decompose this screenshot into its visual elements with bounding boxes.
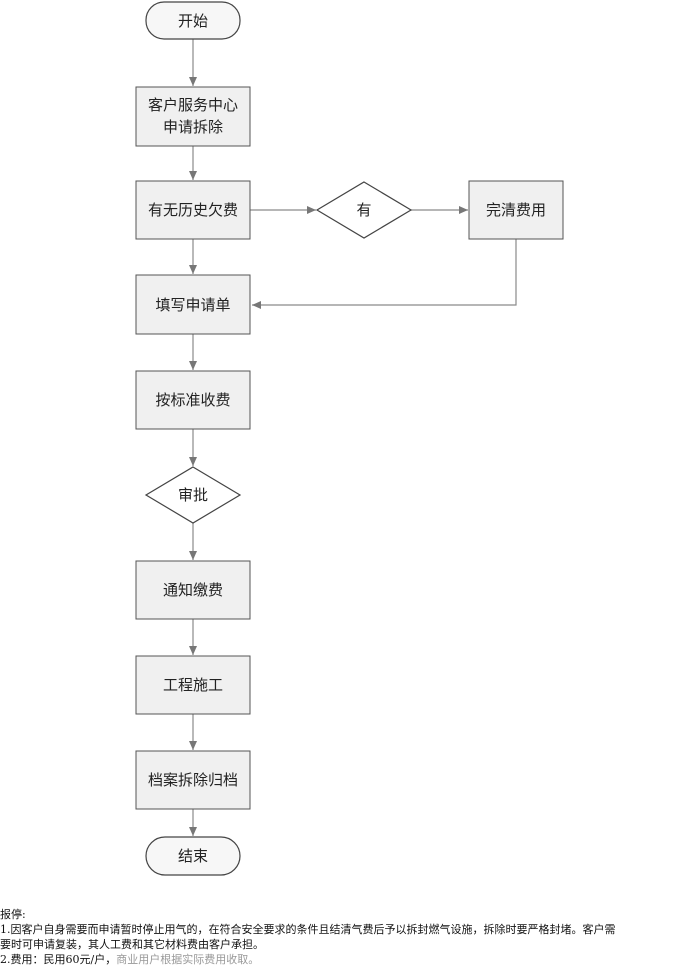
step-apply-removal <box>135 86 251 147</box>
start-terminator <box>145 1 241 40</box>
decision-has-arrears-label: 有 <box>356 201 371 219</box>
step-fill-application <box>135 274 251 335</box>
step-fill-application-label: 填写申请单 <box>155 296 230 314</box>
step-notify-payment <box>135 560 251 620</box>
step-charge-standard-label: 按标准收费 <box>155 391 230 409</box>
end-terminator <box>145 836 241 876</box>
step-apply-removal-line1: 客户服务中心 <box>148 96 238 114</box>
step-construction <box>135 655 251 715</box>
notes-title: 报停: <box>0 908 26 921</box>
decision-has-arrears <box>315 181 413 239</box>
decision-approve <box>144 466 242 524</box>
notes-item1-line1: 1.因客户自身需要而申请暂时停止用气的，在符合安全要求的条件且结清气费后予以拆封… <box>0 923 616 936</box>
notes-item2: 2.费用：民用60元/户，商业用户根据实际费用收取。 <box>0 952 700 967</box>
step-clear-fees <box>468 180 564 240</box>
step-check-arrears-label: 有无历史欠费 <box>148 201 238 219</box>
notes-section: 报停: 1.因客户自身需要而申请暂时停止用气的，在符合安全要求的条件且结清气费后… <box>0 907 700 967</box>
step-check-arrears <box>135 180 251 240</box>
step-archive-label: 档案拆除归档 <box>148 771 238 789</box>
start-label: 开始 <box>178 12 208 30</box>
notes-item2-prefix: 2.费用：民用60元/户， <box>0 953 117 966</box>
arrow-clear-to-step3 <box>252 239 517 309</box>
step-apply-removal-line2: 申请拆除 <box>163 118 223 136</box>
notes-item2-suffix: 商业用户根据实际费用收取。 <box>116 953 260 966</box>
step-charge-standard <box>135 370 251 430</box>
step-clear-fees-label: 完清费用 <box>486 201 546 219</box>
flowchart: 开始 客户服务中心 申请拆除 有无历史欠费 有 完清费用 填写申请单 按标准收费… <box>135 1 564 876</box>
decision-approve-label: 审批 <box>178 486 208 504</box>
step-construction-label: 工程施工 <box>163 676 223 694</box>
step-archive <box>135 750 251 810</box>
notes-item1-line2: 要时可申请复装，其人工费和其它材料费由客户承担。 <box>0 938 264 951</box>
end-label: 结束 <box>178 847 208 865</box>
step-notify-payment-label: 通知缴费 <box>163 581 223 599</box>
